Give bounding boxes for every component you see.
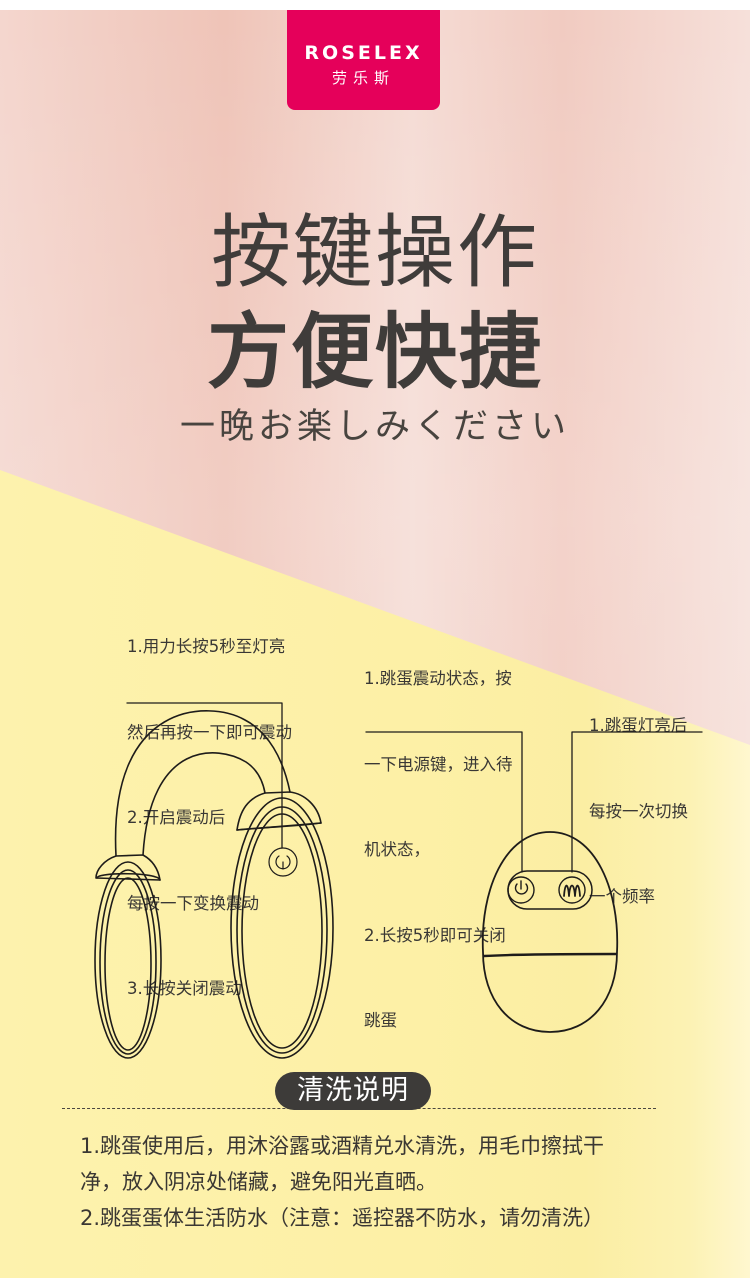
remote-power-instructions: 1.跳蛋震动状态，按 一下电源键，进入待 机状态， 2.长按5秒即可关闭 跳蛋 xyxy=(364,608,513,1093)
large-egg xyxy=(230,791,334,1059)
cleaning-line: 2.跳蛋蛋体生活防水（注意：遥控器不防水，请勿清洗） xyxy=(80,1206,605,1230)
brand-logo: ROSELEX 劳乐斯 xyxy=(287,10,440,110)
product-line-drawing xyxy=(94,702,703,1059)
instruction-line: 然后再按一下即可震动 xyxy=(127,722,292,742)
instruction-line: 2.开启震动后 xyxy=(127,808,226,827)
egg-button-instructions: 1.用力长按5秒至灯亮 然后再按一下即可震动 2.开启震动后 每按一下变换震动 … xyxy=(127,576,292,1061)
small-egg xyxy=(94,854,162,1059)
headline-line1: 按键操作 xyxy=(211,206,539,299)
remote-power-button-icon[interactable] xyxy=(507,876,535,904)
leader-line-remote-power xyxy=(365,731,523,873)
instruction-line: 1.跳蛋灯亮后 xyxy=(589,716,688,735)
headline-line2: 方便快捷 xyxy=(206,305,543,400)
cleaning-line: 净，放入阴凉处储藏，避免阳光直晒。 xyxy=(80,1170,437,1194)
cleaning-line: 1.跳蛋使用后，用沐浴露或酒精兑水清洗，用毛巾擦拭干 xyxy=(80,1134,605,1158)
instruction-line: 一下电源键，进入待 xyxy=(364,754,513,774)
instruction-line: 每按一次切换 xyxy=(589,801,688,821)
egg-power-button-icon[interactable] xyxy=(268,847,298,877)
instruction-line: 机状态， xyxy=(364,840,430,859)
headline-subtitle: 一晚お楽しみください xyxy=(179,407,570,447)
leader-line-remote-mode xyxy=(571,731,703,873)
remote-mode-button-icon[interactable] xyxy=(558,876,586,904)
instruction-line: 一个频率 xyxy=(589,887,655,906)
instruction-line: 1.跳蛋震动状态，按 xyxy=(364,669,512,688)
instruction-line: 每按一下变换震动 xyxy=(127,893,259,913)
cleaning-instructions: 1.跳蛋使用后，用沐浴露或酒精兑水清洗，用毛巾擦拭干 净，放入阴凉处储藏，避免阳… xyxy=(80,1128,700,1236)
egg-cord xyxy=(114,710,291,857)
cleaning-title-badge: 清洗说明 xyxy=(275,1072,431,1110)
product-banner: ROSELEX 劳乐斯 按键操作 方便快捷 一晚お楽しみください 1.用力长按5… xyxy=(0,10,750,1278)
brand-name-cn: 劳乐斯 xyxy=(331,69,395,87)
instruction-line: 1.用力长按5秒至灯亮 xyxy=(127,637,286,656)
brand-name-en: ROSELEX xyxy=(304,42,423,64)
instruction-line: 2.长按5秒即可关闭 xyxy=(364,925,506,945)
instruction-line: 跳蛋 xyxy=(364,1011,397,1030)
remote-control xyxy=(481,831,619,1033)
remote-mode-instructions: 1.跳蛋灯亮后 每按一次切换 一个频率 xyxy=(589,655,688,969)
leader-line-egg xyxy=(126,702,283,849)
